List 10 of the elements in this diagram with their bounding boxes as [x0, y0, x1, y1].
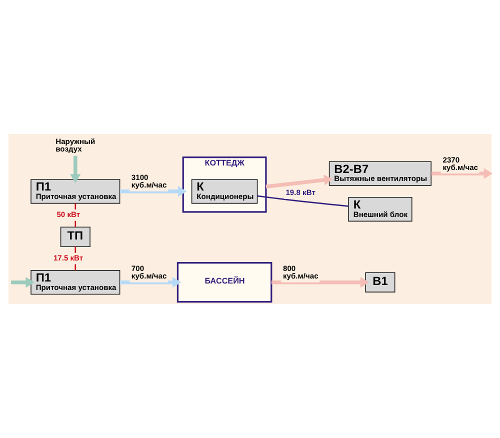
arrow [120, 276, 182, 288]
connector [257, 195, 348, 207]
arrow [266, 174, 333, 189]
arrow [431, 168, 492, 179]
arrow [11, 276, 34, 288]
node-box: ТП [60, 226, 90, 248]
arrow [120, 186, 187, 197]
node-box: В1 [365, 272, 396, 292]
arrow [271, 276, 370, 288]
arrow [70, 156, 81, 183]
